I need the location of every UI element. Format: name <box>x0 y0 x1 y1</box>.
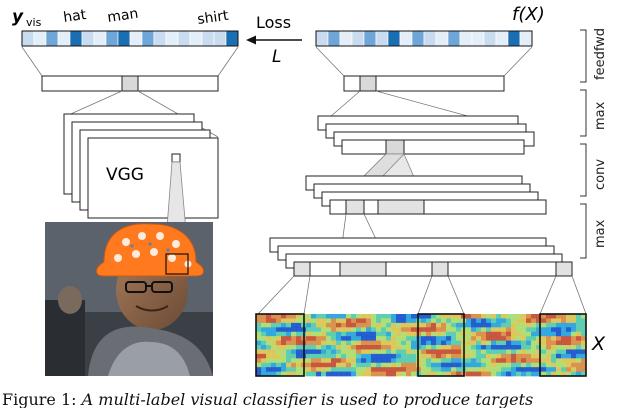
vector-cell <box>177 30 191 47</box>
stage-label-feedfwd: feedfwd <box>593 28 608 80</box>
vector-cell <box>201 30 215 47</box>
vector-cell <box>33 30 47 47</box>
vector-cell <box>57 30 71 47</box>
y-vis-vector <box>21 30 239 47</box>
vector-cell <box>483 30 497 47</box>
figure-caption: Figure 1: A multi-label visual classifie… <box>2 390 628 408</box>
photo-crop-box <box>165 253 189 275</box>
vector-cell <box>447 30 461 47</box>
stage-label-max-2: max <box>593 219 608 248</box>
vector-cell <box>387 30 401 47</box>
vector-cell <box>435 30 449 47</box>
vector-cell <box>153 30 167 47</box>
spectrogram-window <box>417 313 465 377</box>
vector-cell <box>189 30 203 47</box>
loss-arrowhead <box>246 35 256 45</box>
fx-label: f(X) <box>512 4 545 25</box>
vector-cell <box>399 30 413 47</box>
vector-cell <box>213 30 227 47</box>
vector-cell <box>519 30 533 47</box>
loss-label: Loss <box>256 13 291 32</box>
vector-cell <box>117 30 131 47</box>
vector-cell <box>351 30 365 47</box>
vector-cell <box>363 30 377 47</box>
vector-cell <box>105 30 119 47</box>
stage-brackets <box>580 29 587 259</box>
caption-lead: Figure 1: <box>2 390 82 408</box>
vector-cell <box>411 30 425 47</box>
vector-cell <box>315 30 329 47</box>
vector-border <box>21 30 239 47</box>
vector-cell <box>81 30 95 47</box>
input-photo <box>45 222 213 376</box>
vector-cell <box>471 30 485 47</box>
right-feedfwd-unit <box>359 75 377 92</box>
vector-cell <box>327 30 341 47</box>
vector-cell <box>45 30 59 47</box>
vector-cell <box>375 30 389 47</box>
vector-border <box>315 30 533 47</box>
vector-cell <box>225 30 239 47</box>
label-shirt: shirt <box>196 8 230 28</box>
loss-var: L <box>272 47 281 67</box>
vector-cell <box>459 30 473 47</box>
vector-cell <box>69 30 83 47</box>
x-var-label: X <box>591 333 606 355</box>
caption-text: A multi-label visual classifier is used … <box>81 390 534 408</box>
fx-vector <box>315 30 533 47</box>
vector-cell <box>339 30 353 47</box>
conv-unit <box>377 199 425 215</box>
label-man: man <box>106 6 139 26</box>
label-hat: hat <box>62 7 87 26</box>
stage-label-max-1: max <box>593 101 608 130</box>
vector-cell <box>165 30 179 47</box>
left-feedfwd-unit <box>121 75 139 92</box>
right-feedfwd-layer <box>343 75 505 92</box>
spectrogram-window <box>255 313 305 377</box>
vector-cell <box>93 30 107 47</box>
vector-cell <box>507 30 521 47</box>
vgg-label: VGG <box>106 165 144 185</box>
vector-cell <box>141 30 155 47</box>
vector-cell <box>423 30 437 47</box>
y-vis-subscript: vis <box>26 16 42 29</box>
vector-cell <box>495 30 509 47</box>
vector-cell <box>21 30 35 47</box>
max-layer-1d <box>341 139 525 155</box>
vgg-block <box>87 137 219 219</box>
stage-label-conv: conv <box>593 159 608 190</box>
y-vis-label: y <box>12 7 24 27</box>
vgg-receptive-unit <box>171 153 181 163</box>
spectrogram-window <box>539 313 587 377</box>
spectrogram-input <box>255 313 587 377</box>
max-unit-1 <box>385 139 405 155</box>
vector-cell <box>129 30 143 47</box>
